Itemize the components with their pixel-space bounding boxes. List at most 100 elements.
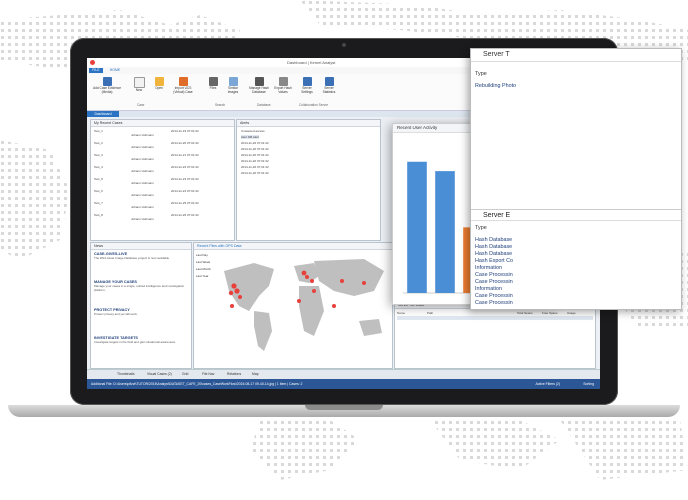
webcam bbox=[342, 43, 346, 47]
activity-bar bbox=[407, 161, 427, 293]
news-headline: INVESTIGATE TARGETS bbox=[94, 336, 138, 340]
type-value[interactable]: Rebuilding Photo bbox=[475, 83, 517, 89]
add-evidence-button[interactable]: Add Case Evidence (Media) bbox=[90, 77, 124, 101]
server-event-row[interactable]: Hash Database bbox=[475, 237, 513, 243]
alert-row[interactable]: Alert DB Alert bbox=[241, 135, 260, 139]
tab-map[interactable]: Map bbox=[252, 372, 259, 376]
import-icon bbox=[178, 77, 188, 86]
images-icon bbox=[228, 77, 238, 86]
news-headline: CASE-GIVES-LIVE bbox=[94, 252, 128, 256]
case-name: Test_4 bbox=[94, 165, 103, 169]
open-case-button[interactable]: Open bbox=[149, 77, 169, 101]
export-icon bbox=[278, 77, 288, 86]
panel-title: Recent Files with GPS Data bbox=[194, 243, 392, 250]
case-name: Test_5 bbox=[94, 177, 103, 181]
manage-hash-db-button[interactable]: Manage Hash Database bbox=[247, 77, 271, 101]
server-event-row[interactable]: Case Processin bbox=[475, 300, 513, 306]
type-label: Type bbox=[475, 71, 487, 77]
case-date: 2014-11-20 07:01:32 bbox=[171, 141, 199, 145]
server-event-row[interactable]: Information bbox=[475, 265, 502, 271]
files-button[interactable]: Files bbox=[203, 77, 223, 101]
hd-table-row[interactable] bbox=[397, 316, 593, 320]
status-bar: Additonal File: D:\Users\pfizzt\TUTOR\20… bbox=[87, 379, 600, 389]
news-headline: PROTECT PRIVACY bbox=[94, 308, 130, 312]
tab-file[interactable]: FILE bbox=[89, 68, 103, 73]
alert-row[interactable]: 2014-11-20 07:01:32 bbox=[241, 141, 269, 145]
ribbon-tabs: FILE HOME bbox=[87, 67, 600, 74]
server-icon bbox=[302, 77, 312, 86]
activity-bar bbox=[435, 171, 455, 293]
case-name: Test_8 bbox=[94, 213, 103, 217]
tab-home[interactable]: HOME bbox=[109, 68, 121, 72]
laptop-base bbox=[8, 405, 680, 417]
case-owner: Johann Hofmann bbox=[131, 205, 154, 209]
case-name: Test_7 bbox=[94, 201, 103, 205]
export-hash-button[interactable]: Export Hash Values bbox=[273, 77, 293, 101]
active-filters[interactable]: Active Filters (2) bbox=[535, 382, 561, 386]
import-case-button[interactable]: Import UCS (Virtual) Case bbox=[169, 77, 197, 101]
tab-thumbnails[interactable]: Thumbnails bbox=[117, 372, 135, 376]
panel-title: Alerts bbox=[237, 120, 380, 127]
alert-row[interactable]: 2014-11-20 07:01:32 bbox=[241, 147, 269, 151]
date-filter-option[interactable]: Last Year bbox=[196, 274, 209, 278]
case-date: 2014-11-19 07:01:32 bbox=[171, 129, 199, 133]
tab-file-nav[interactable]: File Nav bbox=[202, 372, 215, 376]
status-path: Additonal File: D:\Users\pfizzt\TUTOR\20… bbox=[91, 382, 303, 386]
case-owner: Johann Hofmann bbox=[131, 181, 154, 185]
server-event-row[interactable]: Hash Export Co bbox=[475, 258, 514, 264]
server-settings-button[interactable]: Server Settings bbox=[297, 77, 317, 101]
alert-row[interactable]: 2014-11-20 07:01:32 bbox=[241, 171, 269, 175]
server-event-row[interactable]: Case Processin bbox=[475, 272, 513, 278]
similar-images-button[interactable]: Similar Images bbox=[223, 77, 243, 101]
server-events-title: Server E bbox=[471, 209, 681, 221]
new-case-button[interactable]: New bbox=[129, 77, 149, 101]
tab-relations[interactable]: Relations bbox=[227, 372, 242, 376]
tab-grid[interactable]: Grid bbox=[182, 372, 189, 376]
server-statistics-button[interactable]: Server Statistics bbox=[319, 77, 339, 101]
case-date: 2014-11-25 07:01:32 bbox=[171, 201, 199, 205]
world-map[interactable] bbox=[214, 251, 390, 361]
case-date: 2014-11-23 07:01:32 bbox=[171, 177, 199, 181]
new-icon bbox=[133, 77, 145, 88]
date-filter-option[interactable]: Last Month bbox=[196, 267, 211, 271]
case-date: 2014-11-26 07:01:32 bbox=[171, 213, 199, 217]
case-name: Test_3 bbox=[94, 153, 103, 157]
server-event-row[interactable]: Information bbox=[475, 286, 502, 292]
server-event-row[interactable]: Case Processin bbox=[475, 293, 513, 299]
server-event-row[interactable]: Hash Database bbox=[475, 244, 513, 250]
tab-dashboard[interactable]: Dashboard bbox=[87, 111, 119, 117]
group-collab-server: Collaboration Server bbox=[299, 103, 329, 107]
alert-row[interactable]: 2014-11-20 07:01:32 bbox=[241, 153, 269, 157]
gps-markers[interactable] bbox=[228, 270, 366, 308]
case-owner: Johann Hofmann bbox=[131, 169, 154, 173]
group-database: Database bbox=[257, 103, 271, 107]
date-filter-option[interactable]: Last Week bbox=[196, 260, 211, 264]
date-filter-option[interactable]: Last Day bbox=[196, 253, 208, 257]
tab-visual-cases[interactable]: Visual Cases (2) bbox=[147, 372, 172, 376]
alert-row[interactable]: 2014-11-20 07:01:32 bbox=[241, 159, 269, 163]
laptop-notch bbox=[305, 405, 383, 410]
files-icon bbox=[208, 77, 218, 86]
sorting[interactable]: Sorting bbox=[583, 382, 594, 386]
case-date: 2014-11-22 07:01:32 bbox=[171, 165, 199, 169]
server-event-row[interactable]: Hash Database bbox=[475, 251, 513, 257]
alert-row[interactable]: 2014-11-20 07:01:32 bbox=[241, 165, 269, 169]
server-event-row[interactable]: Case Processin bbox=[475, 279, 513, 285]
alert-row[interactable]: Unwanted access bbox=[241, 129, 265, 133]
case-owner: Johann Hofmann bbox=[131, 193, 154, 197]
case-owner: Johann Hofmann bbox=[131, 133, 154, 137]
